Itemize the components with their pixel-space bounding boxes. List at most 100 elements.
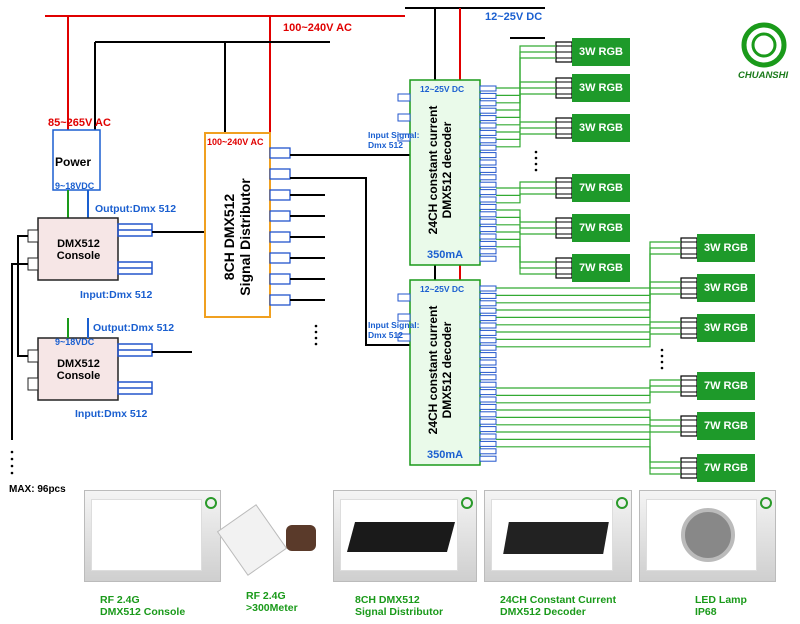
logo-icon [205,497,217,509]
power-dc-label-2: 9~18VDC [55,337,95,347]
lamp-wire [496,93,556,126]
caption-remote-line1: RF 2.4G [246,590,286,602]
decoder-port [479,337,497,344]
console-2-output-label: Output:Dmx 512 [93,322,175,334]
decoder-port [479,115,497,122]
lamp-rgb: 3W RGB [697,274,755,302]
decoder-port [479,315,497,322]
decoder-port [479,144,497,151]
console-2-input-label: Input:Dmx 512 [75,408,148,420]
lamp-rgb: 7W RGB [697,372,755,400]
console-2-line2: Console [56,370,101,382]
decoder-port [479,166,497,173]
decoder-port [479,374,497,381]
product-photo-decoder [484,490,632,582]
decoder-port [479,122,497,129]
lamp-wire [496,181,556,189]
product-photo-receiver [286,525,316,551]
decoder-2-input-line1: Input Signal: [368,320,420,330]
caption-console-line2: DMX512 Console [100,606,186,618]
distributor-port [269,168,291,180]
chuanshi-logo-icon [741,22,787,68]
decoder-port [479,307,497,314]
distributor-port [269,294,291,306]
power-box-label: Power [55,155,92,169]
lamp-wire [496,216,556,229]
lamp-rgb: 7W RGB [697,412,755,440]
decoder-port [479,292,497,299]
lamp-wire [496,438,681,469]
lamp-wire [496,133,556,148]
caption-remote: RF 2.4G>300Meter [246,590,298,614]
console-1 [37,217,119,281]
decoder-port [479,137,497,144]
decoder-port [479,285,497,292]
decoder-port [479,211,497,218]
decoder-port [479,366,497,373]
decoder-port [479,92,497,99]
decoder-port [479,344,497,351]
distributor-port [269,189,291,201]
product-photo-console [84,490,221,582]
caption-distributor-line1: 8CH DMX512 [355,594,420,606]
decoder-port [479,389,497,396]
decoder-1-current: 350mA [427,249,464,261]
decoder-port [479,203,497,210]
decoder-input-port [397,333,411,342]
console-1-input-label: Input:Dmx 512 [80,289,153,301]
lamp-wire [496,424,681,433]
console-1-output-label: Output:Dmx 512 [95,203,177,215]
lamp-wire [496,193,556,204]
console-1-line1: DMX512 [57,238,100,250]
caption-console-line1: RF 2.4G [100,594,140,606]
decoder-port [479,352,497,359]
decoder-port [479,440,497,447]
decoder-port [479,448,497,455]
decoder-port [479,152,497,159]
caption-decoder-line2: DMX512 Decoder [500,606,586,618]
lamp-wiring [496,41,698,479]
distributor-ac-label: 100~240V AC [207,137,264,147]
decoder-port [479,196,497,203]
console-2 [37,337,119,401]
decoder-port [479,129,497,136]
distributor-port [269,231,291,243]
ac-main-label: 100~240V AC [283,22,353,34]
decoder-port [479,322,497,329]
decoder-port [479,426,497,433]
decoder-port [479,218,497,225]
logo-icon [616,497,628,509]
decoder-port [479,174,497,181]
caption-distributor-line2: Signal Distributor [355,606,444,618]
lamp-wire [496,409,681,421]
distributor-ports [269,147,325,306]
logo-icon [461,497,473,509]
decoder-2 [409,279,481,466]
lamp-wire [496,446,681,475]
decoder-port [479,396,497,403]
decoder-port [479,255,497,262]
lamp-rgb: 7W RGB [572,254,630,282]
decoder-port [479,403,497,410]
decoder-1-line1: 24CH constant current [426,105,440,235]
max-label: MAX: 96pcs [9,484,66,495]
lamp-rgb: 3W RGB [697,234,755,262]
lamp-rgb: 3W RGB [697,314,755,342]
lamp-wire [496,253,681,304]
decoder-1-input-line2: Dmx 512 [368,140,403,150]
distributor-port [269,252,291,264]
caption-decoder-line1: 24CH Constant Current [500,594,617,606]
ac-power-wiring [45,15,405,133]
decoder-input-port [397,313,411,322]
decoder-input-port [397,133,411,142]
decoder-port [479,411,497,418]
decoder-port [479,100,497,107]
decoder-port [479,329,497,336]
lamp-wire [496,121,556,133]
lamp-wire [496,209,556,223]
distributor-port [269,147,291,159]
lamp-wire [496,333,681,348]
